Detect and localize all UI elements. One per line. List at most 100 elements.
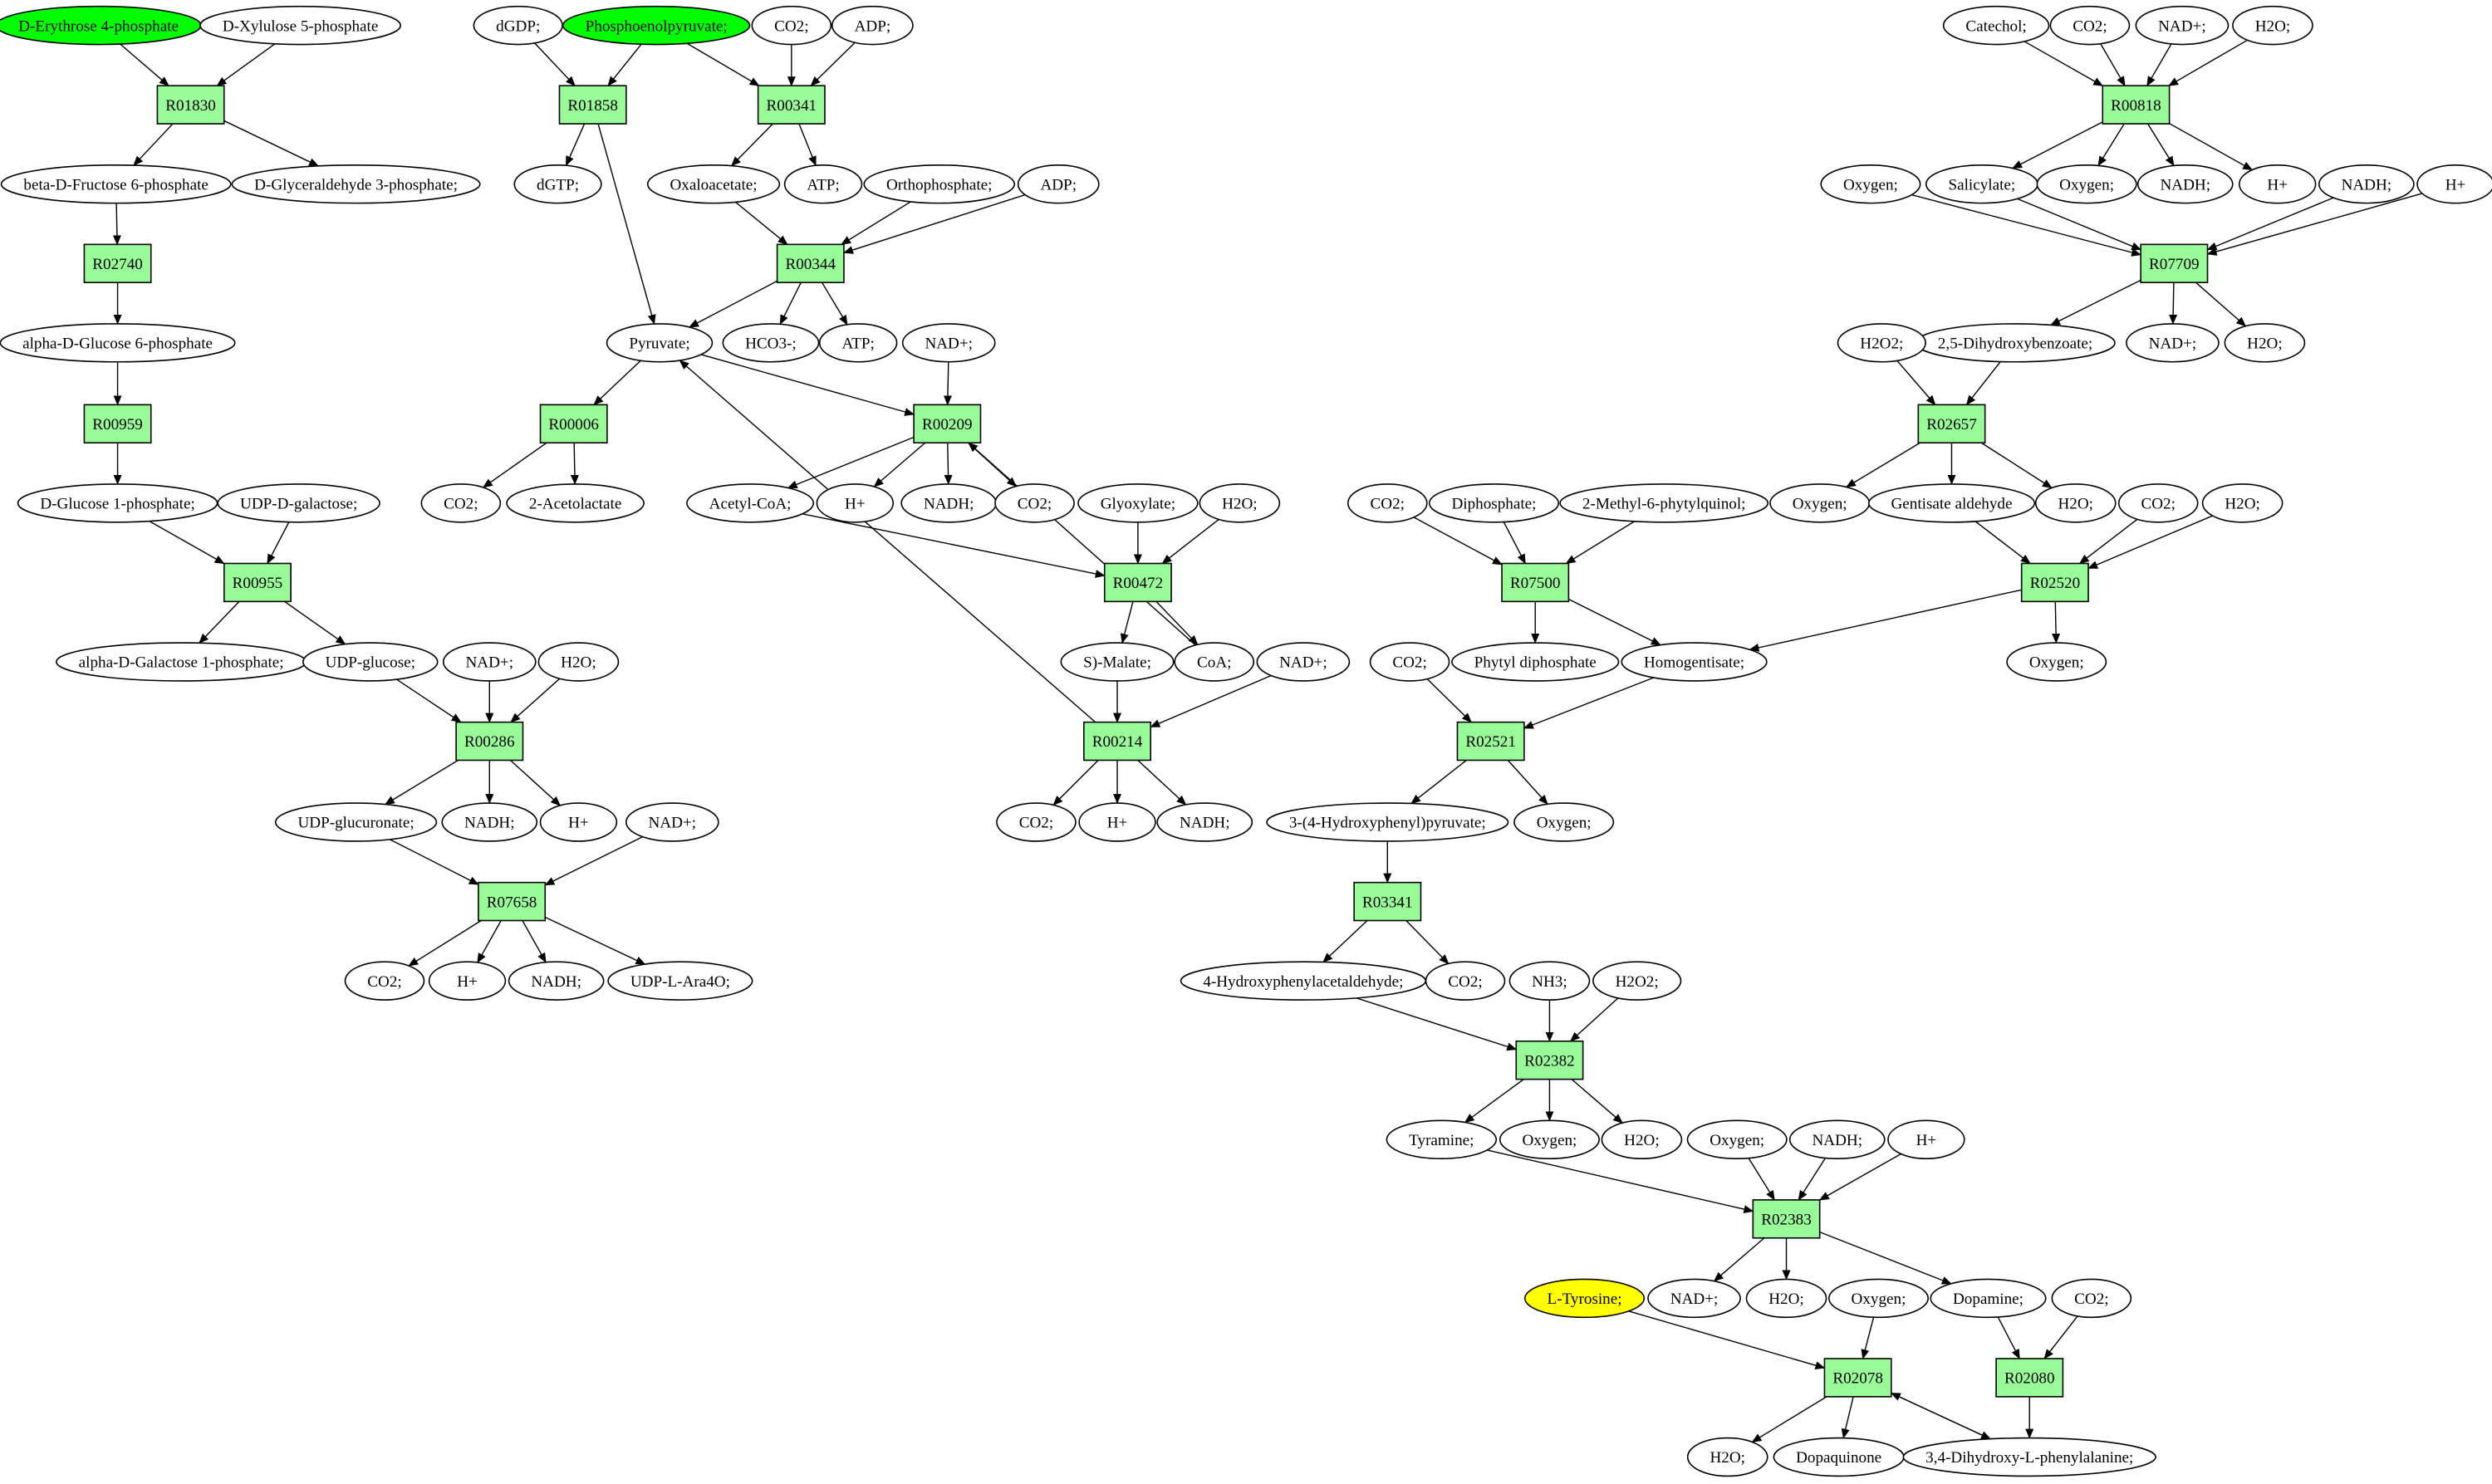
compound-node-salicylate[interactable]: Salicylate; — [1925, 164, 2038, 204]
compound-node-h2o[interactable]: H2O; — [1745, 1278, 1827, 1319]
compound-node-oxygen[interactable]: Oxygen; — [1827, 1278, 1930, 1319]
compound-node-udp-glucose[interactable]: UDP-glucose; — [302, 642, 439, 682]
compound-node-h2o[interactable]: H2O; — [2232, 5, 2313, 46]
compound-node-dopamine[interactable]: Dopamine; — [1930, 1278, 2047, 1319]
compound-node-co2[interactable]: CO2; — [2117, 483, 2199, 523]
compound-node-nad[interactable]: NAD+; — [442, 642, 537, 682]
compound-node-nad[interactable]: NAD+; — [901, 323, 996, 363]
compound-node-h2o[interactable]: H2O; — [1601, 1119, 1683, 1159]
compound-node-co2[interactable]: CO2; — [1425, 961, 1506, 1001]
compound-node-co2[interactable]: CO2; — [2049, 5, 2131, 46]
compound-node-phosphoenolpyruvate[interactable]: Phosphoenolpyruvate; — [562, 5, 751, 46]
compound-node-h[interactable]: H+ — [2238, 164, 2317, 204]
compound-node-alpha-d-glucose-6-phosphate[interactable]: alpha-D-Glucose 6-phosphate — [0, 323, 236, 363]
reaction-node-r00472[interactable]: R00472 — [1103, 562, 1172, 603]
compound-node-d-glyceraldehyde-3-phosphate[interactable]: D-Glyceraldehyde 3-phosphate; — [231, 164, 481, 204]
compound-node-nadh[interactable]: NADH; — [1156, 802, 1253, 842]
reaction-node-r00344[interactable]: R00344 — [776, 243, 845, 283]
compound-node-catechol[interactable]: Catechol; — [1942, 5, 2050, 46]
compound-node-coa[interactable]: CoA; — [1174, 642, 1255, 682]
compound-node-nadh[interactable]: NADH; — [441, 802, 538, 842]
compound-node-h2o[interactable]: H2O; — [537, 642, 620, 682]
compound-node-co2[interactable]: CO2; — [994, 483, 1075, 523]
compound-node-co2[interactable]: CO2; — [344, 961, 425, 1001]
reaction-node-r00214[interactable]: R00214 — [1083, 721, 1152, 762]
compound-node-nad[interactable]: NAD+; — [1256, 642, 1351, 682]
compound-node-diphosphate[interactable]: Diphosphate; — [1428, 483, 1560, 523]
compound-node-oxygen[interactable]: Oxygen; — [2006, 642, 2107, 682]
compound-node-nadh[interactable]: NADH; — [1788, 1119, 1886, 1159]
reaction-node-r03341[interactable]: R03341 — [1353, 881, 1422, 922]
compound-node-h2o[interactable]: H2O; — [2224, 323, 2306, 363]
compound-node-nad[interactable]: NAD+; — [625, 802, 719, 842]
compound-node-oxygen[interactable]: Oxygen; — [1769, 483, 1871, 523]
compound-node-l-tyrosine[interactable]: L-Tyrosine; — [1523, 1278, 1646, 1319]
compound-node-co2[interactable]: CO2; — [751, 5, 832, 46]
compound-node-d-erythrose-4-phosphate[interactable]: D-Erythrose 4-phosphate — [0, 5, 202, 46]
reaction-node-r02740[interactable]: R02740 — [83, 243, 152, 283]
compound-node-co2[interactable]: CO2; — [1369, 642, 1450, 682]
compound-node-oxygen[interactable]: Oxygen; — [1820, 164, 1921, 204]
compound-node-oxaloacetate[interactable]: Oxaloacetate; — [646, 164, 781, 204]
compound-node-4-hydroxyphenylacetaldehyde[interactable]: 4-Hydroxyphenylacetaldehyde; — [1180, 961, 1427, 1001]
compound-node-oxygen[interactable]: Oxygen; — [1686, 1119, 1788, 1159]
compound-node-gentisate-aldehyde[interactable]: Gentisate aldehyde — [1867, 483, 2036, 523]
compound-node-adp[interactable]: ADP; — [831, 5, 914, 46]
compound-node-phytyl-diphosphate[interactable]: Phytyl diphosphate — [1451, 642, 1620, 682]
compound-node-h2o[interactable]: H2O; — [2034, 483, 2117, 523]
compound-node-dgdp[interactable]: dGDP; — [473, 5, 563, 46]
compound-node-nadh[interactable]: NADH; — [2136, 164, 2234, 204]
compound-node-co2[interactable]: CO2; — [2051, 1278, 2132, 1319]
reaction-node-r07709[interactable]: R07709 — [2140, 243, 2209, 283]
compound-node-d-xylulose-5-phosphate[interactable]: D-Xylulose 5-phosphate — [199, 5, 401, 46]
compound-node-nadh[interactable]: NADH; — [900, 483, 998, 523]
reaction-node-r02521[interactable]: R02521 — [1456, 721, 1525, 762]
compound-node-acetyl-coa[interactable]: Acetyl-CoA; — [686, 483, 815, 523]
compound-node-h2o[interactable]: H2O; — [1199, 483, 1281, 523]
reaction-node-r07500[interactable]: R07500 — [1501, 562, 1570, 603]
reaction-node-r00286[interactable]: R00286 — [455, 721, 524, 762]
reaction-node-r00955[interactable]: R00955 — [223, 562, 292, 603]
compound-node-h2o2[interactable]: H2O2; — [1837, 323, 1926, 363]
compound-node-nad[interactable]: NAD+; — [2135, 5, 2230, 46]
compound-node-nad[interactable]: NAD+; — [2126, 323, 2220, 363]
reaction-node-r00341[interactable]: R00341 — [757, 85, 826, 125]
compound-node-h[interactable]: H+ — [539, 802, 618, 842]
compound-node-nad[interactable]: NAD+; — [1647, 1278, 1741, 1319]
compound-node-tyramine[interactable]: Tyramine; — [1386, 1119, 1498, 1159]
compound-node-h[interactable]: H+ — [1078, 802, 1156, 842]
compound-node-nadh[interactable]: NADH; — [508, 961, 605, 1001]
compound-node-h[interactable]: H+ — [2416, 164, 2492, 204]
compound-node-h[interactable]: H+ — [816, 483, 895, 523]
reaction-node-r00818[interactable]: R00818 — [2102, 85, 2171, 125]
compound-node-h2o2[interactable]: H2O2; — [1592, 961, 1682, 1001]
compound-node-d-glucose-1-phosphate[interactable]: D-Glucose 1-phosphate; — [17, 483, 218, 523]
compound-node-co2[interactable]: CO2; — [1347, 483, 1428, 523]
reaction-node-r07658[interactable]: R07658 — [478, 881, 547, 922]
compound-node-nh3[interactable]: NH3; — [1508, 961, 1591, 1001]
compound-node-2-acetolactate[interactable]: 2-Acetolactate — [506, 483, 645, 523]
compound-node-homogentisate[interactable]: Homogentisate; — [1621, 642, 1768, 682]
compound-node-oxygen[interactable]: Oxygen; — [2036, 164, 2137, 204]
compound-node-beta-d-fructose-6-phosphate[interactable]: beta-D-Fructose 6-phosphate — [0, 164, 232, 204]
reaction-node-r00006[interactable]: R00006 — [539, 404, 608, 444]
reaction-node-r02078[interactable]: R02078 — [1823, 1358, 1892, 1398]
compound-node-h[interactable]: H+ — [428, 961, 507, 1001]
compound-node-alpha-d-galactose-1-phosphate[interactable]: alpha-D-Galactose 1-phosphate; — [56, 642, 307, 682]
compound-node-dopaquinone[interactable]: Dopaquinone — [1773, 1437, 1905, 1477]
compound-node-3-4-hydroxyphenyl-pyruvate[interactable]: 3-(4-Hydroxyphenyl)pyruvate; — [1266, 802, 1509, 842]
compound-node-udp-glucuronate[interactable]: UDP-glucuronate; — [274, 802, 438, 842]
compound-node-adp[interactable]: ADP; — [1017, 164, 1100, 204]
reaction-node-r02657[interactable]: R02657 — [1917, 404, 1986, 444]
compound-node-dgtp[interactable]: dGTP; — [513, 164, 602, 204]
compound-node-oxygen[interactable]: Oxygen; — [1513, 802, 1615, 842]
compound-node-udp-l-ara4o[interactable]: UDP-L-Ara4O; — [607, 961, 753, 1001]
compound-node-oxygen[interactable]: Oxygen; — [1499, 1119, 1600, 1159]
compound-node-pyruvate[interactable]: Pyruvate; — [606, 323, 714, 363]
compound-node-h[interactable]: H+ — [1887, 1119, 1965, 1159]
compound-node-atp[interactable]: ATP; — [783, 164, 863, 204]
reaction-node-r02080[interactable]: R02080 — [1995, 1358, 2064, 1398]
compound-node-glyoxylate[interactable]: Glyoxylate; — [1077, 483, 1199, 523]
reaction-node-r00959[interactable]: R00959 — [83, 404, 152, 444]
reaction-node-r02383[interactable]: R02383 — [1752, 1199, 1821, 1239]
